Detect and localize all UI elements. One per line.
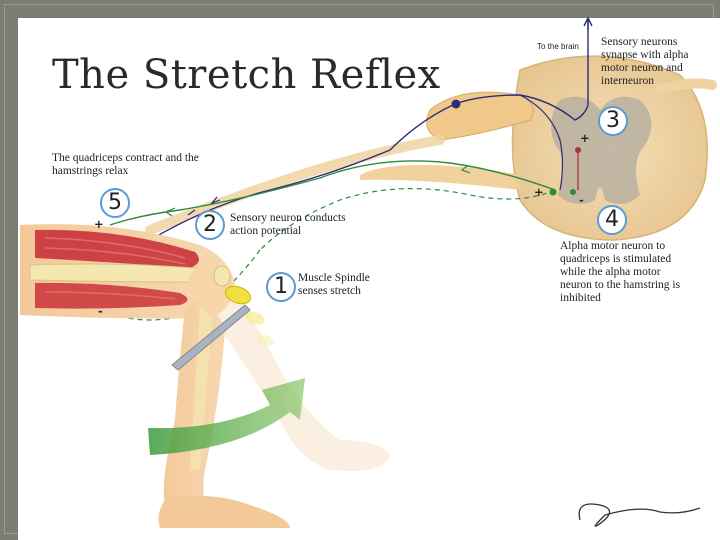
sensory-neuron-path — [149, 16, 593, 241]
to-brain-arrow — [583, 16, 593, 30]
step-5-badge: 5 — [100, 188, 130, 218]
nerve-trunk — [145, 135, 445, 235]
step-3-badge: 3 — [598, 106, 628, 136]
muscle-spindle-label: Muscle Spindle senses stretch — [298, 272, 370, 297]
movement-arrow — [148, 378, 305, 455]
swing-leg-ghost — [200, 300, 390, 471]
spinal-cord-tail — [655, 78, 717, 95]
femur — [29, 263, 212, 283]
inhibitory-neuron-path — [575, 147, 581, 190]
page-title: The Stretch Reflex — [52, 52, 441, 98]
cord-plus-sign: + — [580, 131, 590, 145]
muscle-spindle — [224, 285, 252, 305]
quadriceps-contract-label: The quadriceps contract and the hamstrin… — [52, 152, 199, 177]
step-2-badge: 2 — [195, 210, 225, 240]
interneuron-cell — [570, 189, 576, 195]
sensory-conducts-label: Sensory neuron conducts action potential — [230, 212, 346, 237]
synapse-label: Sensory neurons synapse with alpha motor… — [601, 36, 689, 87]
nerve-direction-arrows — [164, 165, 471, 217]
quadriceps-plus-sign: + — [94, 217, 104, 231]
motor-plus-sign: + — [534, 185, 544, 199]
artist-signature — [578, 503, 701, 527]
step-1-badge: 1 — [266, 272, 296, 302]
foot — [158, 496, 290, 528]
sensory-cell-body — [451, 99, 461, 109]
to-brain-label: To the brain — [537, 42, 579, 51]
motor-cell-body — [549, 188, 557, 196]
alpha-motor-label: Alpha motor neuron to quadriceps is stim… — [560, 240, 681, 304]
hamstring-minus-sign: - — [98, 304, 103, 318]
patella — [213, 265, 231, 287]
spinal-cord-section — [145, 55, 717, 241]
step-4-badge: 4 — [597, 205, 627, 235]
leg-illustration — [20, 224, 390, 528]
ventral-root — [360, 165, 520, 190]
hamstring-muscle — [35, 282, 188, 309]
reflex-hammer — [171, 304, 251, 371]
inhibit-minus-sign: - — [579, 193, 584, 207]
